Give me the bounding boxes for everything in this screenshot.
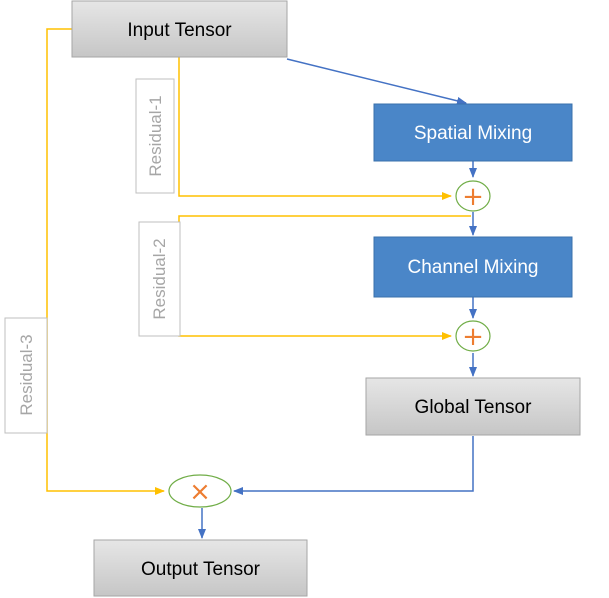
spatial-mixing-label: Spatial Mixing	[414, 123, 532, 144]
global-tensor-node: Global Tensor	[365, 377, 581, 436]
residual-1-label-box: Residual-1	[135, 78, 175, 194]
channel-mixing-label: Channel Mixing	[408, 257, 539, 278]
residual-1-label: Residual-1	[146, 95, 165, 176]
spatial-mixing-node: Spatial Mixing	[373, 103, 573, 162]
input-tensor-node: Input Tensor	[71, 0, 288, 58]
multiply-symbol: ×	[189, 477, 211, 507]
residual-3-label: Residual-3	[17, 334, 36, 415]
add-1-symbol: +	[462, 182, 484, 212]
arrow-global-to-multiply	[233, 436, 474, 495]
add-operator-1: +	[455, 180, 491, 212]
residual-3-label-box: Residual-3	[4, 317, 48, 434]
residual-2-label-box: Residual-2	[138, 221, 181, 337]
add-2-symbol: +	[462, 322, 484, 352]
multiply-operator: ×	[168, 474, 232, 508]
output-tensor-node: Output Tensor	[93, 539, 308, 597]
residual-2-label: Residual-2	[150, 238, 169, 319]
add-operator-2: +	[455, 320, 491, 352]
residual-1-connector	[178, 57, 452, 200]
arrow-input-to-spatial	[286, 58, 467, 105]
channel-mixing-node: Channel Mixing	[373, 236, 573, 298]
residual-3-connector	[46, 28, 165, 495]
output-tensor-label: Output Tensor	[141, 559, 261, 580]
input-tensor-label: Input Tensor	[127, 20, 232, 41]
global-tensor-label: Global Tensor	[415, 397, 533, 418]
